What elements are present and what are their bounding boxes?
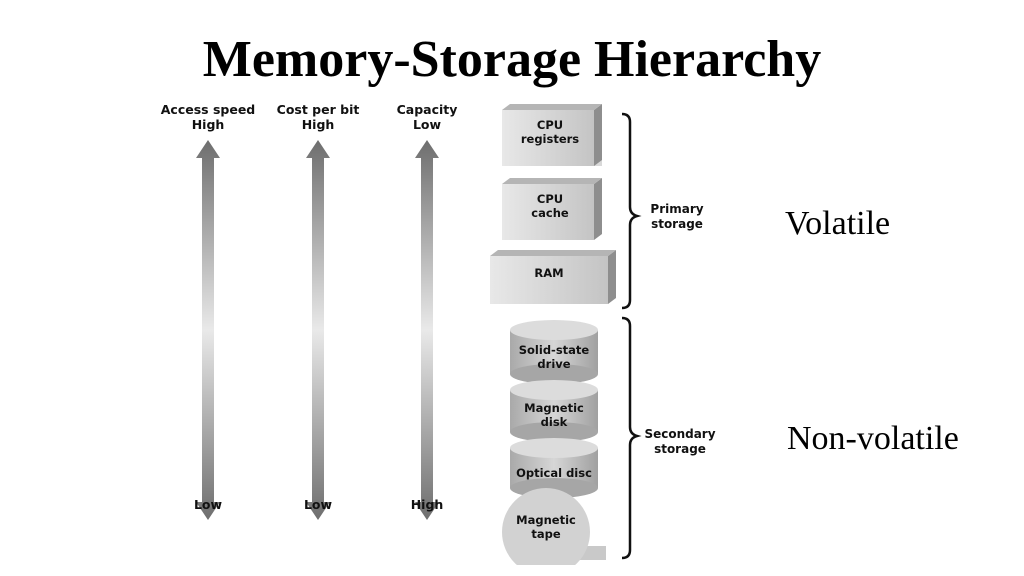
cost-per-bit-header: Cost per bit High bbox=[258, 102, 378, 132]
ssd-line1: Solid-state bbox=[518, 343, 590, 357]
magnetic-disk-label: Magnetic disk bbox=[510, 401, 598, 429]
capacity-arrow bbox=[415, 140, 439, 520]
access-speed-header: Access speed High bbox=[148, 102, 268, 132]
cost-per-bit-label: Cost per bit bbox=[276, 102, 360, 117]
primary-brace bbox=[621, 112, 642, 310]
group-braces bbox=[621, 112, 642, 560]
secondary-storage-label: Secondary storage bbox=[630, 427, 730, 457]
access-speed-top-value: High bbox=[191, 117, 225, 132]
ram-block bbox=[490, 250, 616, 304]
cost-per-bit-arrow bbox=[306, 140, 330, 520]
magnetic-tape-reel bbox=[502, 488, 606, 565]
cpu-registers-line2: registers bbox=[520, 132, 580, 146]
slide-title: Memory-Storage Hierarchy bbox=[202, 31, 822, 88]
access-speed-label: Access speed bbox=[160, 102, 256, 117]
secondary-brace bbox=[621, 316, 642, 560]
secondary-line2: storage bbox=[654, 442, 706, 456]
ssd-line2: drive bbox=[537, 357, 571, 371]
cpu-registers-block bbox=[502, 104, 602, 166]
ssd-label: Solid-state drive bbox=[510, 343, 598, 371]
access-speed-bottom-value: Low bbox=[193, 497, 223, 512]
optical-disc-label: Optical disc bbox=[516, 466, 592, 480]
secondary-line1: Secondary bbox=[644, 427, 716, 441]
cost-per-bit-bottom-value: Low bbox=[303, 497, 333, 512]
magnetic-tape-label: Magnetic tape bbox=[500, 513, 592, 541]
capacity-label: Capacity bbox=[396, 102, 458, 117]
cpu-cache-label: CPU cache bbox=[504, 192, 596, 220]
cpu-cache-line1: CPU bbox=[536, 192, 564, 206]
cpu-registers-line1: CPU bbox=[536, 118, 564, 132]
cpu-registers-label: CPU registers bbox=[504, 118, 596, 146]
magnetic-disk-line2: disk bbox=[540, 415, 568, 429]
primary-storage-label: Primary storage bbox=[627, 202, 727, 232]
magnetic-disk-cylinder bbox=[510, 380, 598, 442]
ram-label: RAM bbox=[534, 266, 564, 280]
capacity-header: Capacity Low bbox=[367, 102, 487, 132]
hierarchy-shapes bbox=[490, 104, 616, 565]
primary-line2: storage bbox=[651, 217, 703, 231]
capacity-top-value: Low bbox=[412, 117, 442, 132]
volatile-label: Volatile bbox=[785, 205, 891, 242]
non-volatile-label: Non-volatile bbox=[787, 420, 959, 457]
cpu-cache-line2: cache bbox=[531, 206, 569, 220]
ssd-cylinder bbox=[510, 320, 598, 384]
magnetic-disk-line1: Magnetic bbox=[524, 401, 584, 415]
magnetic-tape-line2: tape bbox=[531, 527, 561, 541]
cpu-cache-block bbox=[502, 178, 602, 240]
cost-per-bit-top-value: High bbox=[301, 117, 335, 132]
access-speed-arrow bbox=[196, 140, 220, 520]
magnetic-tape-line1: Magnetic bbox=[516, 513, 576, 527]
capacity-bottom-value: High bbox=[410, 497, 444, 512]
primary-line1: Primary bbox=[650, 202, 704, 216]
